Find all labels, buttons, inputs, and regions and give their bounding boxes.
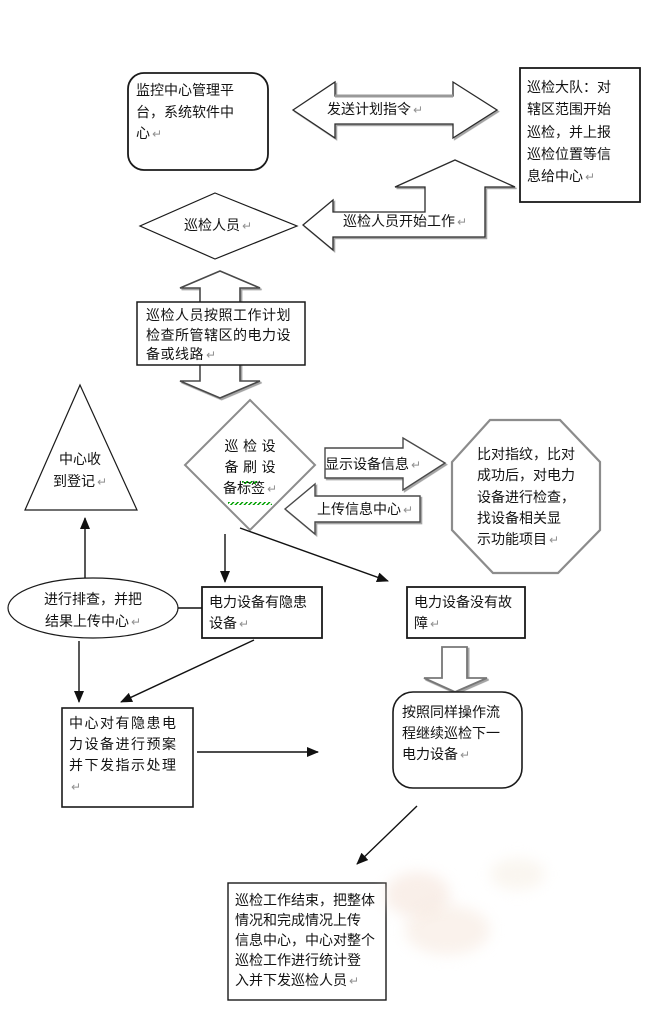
return-mark: ↵ (239, 617, 250, 631)
center-register-triangle (24, 383, 138, 511)
stain-mark (490, 858, 545, 890)
patrol-team-node (519, 67, 641, 203)
return-mark: ↵ (410, 458, 422, 472)
return-mark: ↵ (349, 974, 360, 988)
return-mark: ↵ (549, 533, 560, 548)
return-mark: ↵ (412, 103, 424, 117)
return-mark: ↵ (402, 503, 414, 517)
return-mark: ↵ (241, 219, 253, 233)
spellcheck-squiggle (242, 481, 258, 484)
swipe-tag-label: 巡 检 设 备 刷 设 备标签↵ (222, 439, 278, 497)
continue-down-arrow (423, 646, 488, 693)
fingerprint-check-label: 比对指纹，比对 成功后，对电力 设备进行检查， 找设备相关显 示功能项目↵ (477, 447, 575, 549)
upload-center-arrow (283, 482, 421, 536)
return-mark: ↵ (456, 215, 468, 229)
work-plan-label: 巡检人员按照工作计划 检查所管辖区的电力设 备或线路↵ (146, 308, 291, 363)
stain-mark (405, 905, 490, 955)
continue-patrol-node (392, 691, 523, 789)
work-end-label: 巡检工作结束，把整体 情况和完成情况上传 信息中心，中心对整个 巡检工作进行统计… (235, 893, 375, 989)
investigate-label: 进行排查，并把 结果上传中心↵ (44, 592, 142, 630)
send-plan-label: 发送计划指令↵ (326, 102, 424, 118)
spellcheck-squiggle (228, 502, 272, 505)
return-mark: ↵ (152, 127, 163, 141)
device-ok-box (406, 586, 526, 639)
connector-danger-to-plan-box (120, 639, 255, 703)
center-plan-label: 中心对有隐患电 力设备进行预案 并下发指示处理↵ (69, 716, 178, 794)
return-mark: ↵ (430, 617, 441, 631)
upload-center-label: 上传信息中心↵ (316, 502, 414, 518)
show-info-label: 显示设备信息↵ (324, 457, 422, 473)
continue-patrol-label: 按照同样操作流 程继续巡检下一 电力设备↵ (402, 705, 500, 763)
return-mark: ↵ (130, 615, 142, 629)
return-mark: ↵ (266, 482, 278, 496)
patrol-staff-diamond (138, 192, 299, 260)
return-mark: ↵ (96, 475, 108, 489)
swipe-tag-diamond (183, 398, 317, 532)
show-info-arrow (324, 436, 447, 492)
device-ok-label: 电力设备没有故 障↵ (414, 595, 512, 632)
connector-diamond-to-ok-box (239, 527, 389, 582)
work-plan-box (136, 301, 306, 366)
device-danger-label: 电力设备有隐患 设备↵ (209, 595, 307, 632)
monitor-center-node (127, 72, 269, 171)
work-end-box (227, 882, 387, 1001)
start-work-bent-arrow (301, 159, 516, 252)
patrol-team-label: 巡检大队：对 辖区范围开始 巡检，并上报 巡检位置等信 息给中心↵ (527, 80, 611, 186)
connector-continue-to-end-box (356, 805, 418, 865)
start-work-label: 巡检人员开始工作↵ (342, 214, 468, 230)
return-mark: ↵ (585, 170, 596, 185)
patrol-staff-label: 巡检人员↵ (183, 218, 253, 234)
center-register-label: 中心收 到登记↵ (52, 452, 108, 490)
return-mark: ↵ (206, 348, 217, 362)
return-mark: ↵ (71, 780, 83, 794)
return-mark: ↵ (460, 748, 471, 762)
fingerprint-octagon (450, 418, 602, 575)
monitor-center-label: 监控中心管理平 台，系统软件中 心↵ (136, 83, 234, 142)
center-plan-box (61, 707, 194, 808)
device-danger-box (201, 586, 323, 639)
